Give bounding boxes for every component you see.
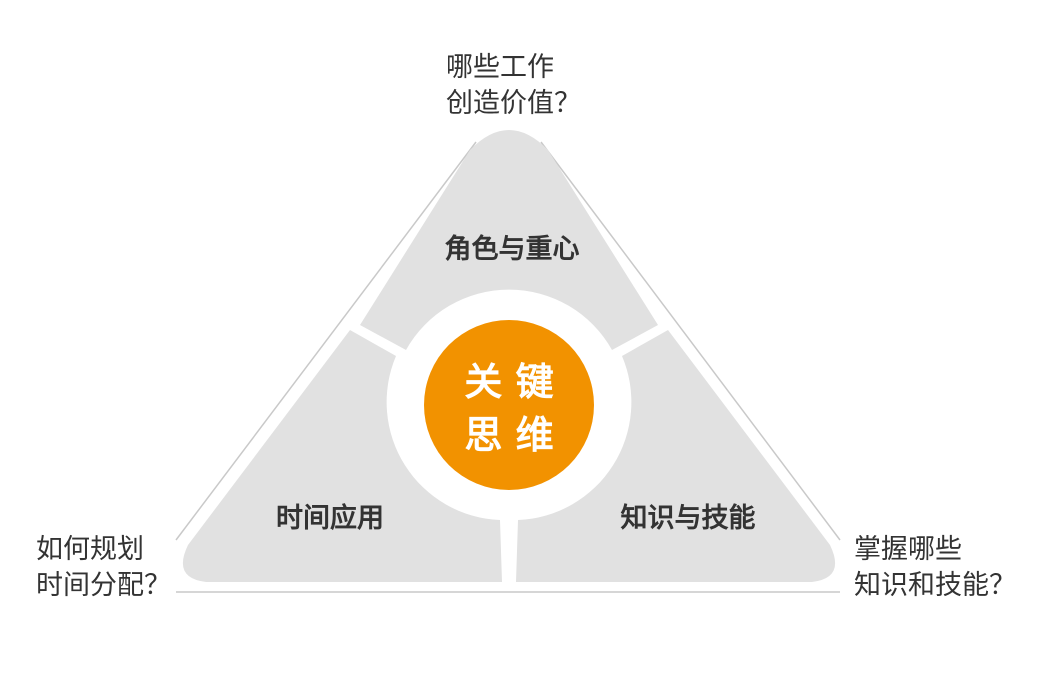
segment-label-left: 时间应用 bbox=[276, 502, 384, 534]
segment-left bbox=[182, 330, 502, 582]
question-top-line1: 哪些工作 bbox=[446, 52, 554, 83]
question-top-line2: 创造价值？ bbox=[446, 88, 581, 119]
outline-right-edge bbox=[540, 141, 841, 541]
segment-label-right: 知识与技能 bbox=[621, 502, 756, 534]
question-left-line2: 时间分配？ bbox=[36, 570, 171, 601]
outer-outline bbox=[175, 141, 841, 593]
core-label-line2: 思 维 bbox=[464, 413, 553, 457]
outline-left-edge bbox=[175, 141, 477, 541]
question-right-line1: 掌握哪些 bbox=[854, 534, 962, 565]
segment-label-top: 角色与重心 bbox=[445, 233, 580, 265]
core-label-line1: 关 键 bbox=[464, 360, 553, 404]
segment-top bbox=[360, 130, 658, 350]
question-right-line2: 知识和技能？ bbox=[854, 570, 1016, 601]
question-left-line1: 如何规划 bbox=[36, 534, 144, 565]
segment-right bbox=[516, 330, 836, 582]
core-circle bbox=[424, 320, 594, 490]
